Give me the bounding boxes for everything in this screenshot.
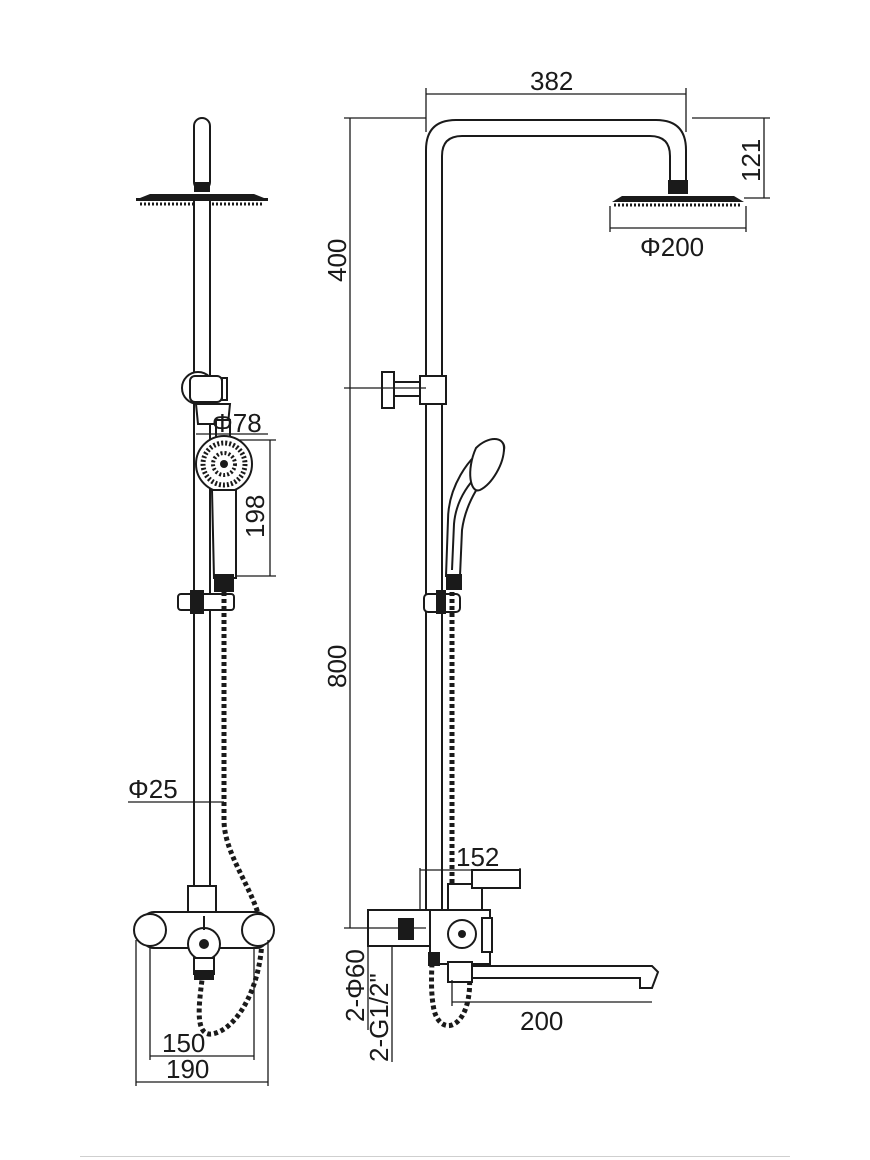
front-hose-nut	[214, 574, 234, 592]
front-riser-top	[193, 117, 211, 191]
side-tub-spout	[455, 965, 660, 989]
dim-inlet-diameter: 2-Φ60	[340, 949, 370, 1022]
front-rain-head	[136, 194, 268, 201]
front-diverter-pin	[221, 377, 228, 401]
dim-height-121: 121	[736, 139, 766, 182]
dim-centers-150: 150	[162, 1028, 205, 1058]
dim-inlet-thread: 2-G1/2"	[364, 973, 394, 1062]
dim-width-152: 152	[456, 842, 499, 872]
front-view: Φ78 198 Φ25 150 190	[128, 117, 276, 1086]
front-handshower-center	[220, 460, 228, 468]
front-handshower-grip	[210, 489, 237, 579]
front-mixer-right-cap	[241, 913, 275, 947]
side-riser-pipe	[425, 119, 687, 928]
side-handshower-nut	[446, 574, 462, 590]
front-slide-clamp	[190, 590, 204, 614]
front-riser-pipe	[193, 199, 211, 891]
front-mixer-left-cap	[133, 913, 167, 947]
dim-height-400: 400	[322, 239, 352, 282]
side-mixer-knob-hub	[458, 930, 466, 938]
side-riser-pipe-inner	[441, 135, 671, 928]
front-handshower-spray-outer	[200, 440, 248, 488]
side-view: 382 121 Φ200 400 800 152 2-Φ60 2-G1/2" 2…	[322, 66, 770, 1062]
side-diverter-box	[471, 869, 521, 889]
side-spout-base	[447, 961, 473, 983]
dim-height-800: 800	[322, 645, 352, 688]
front-mixer-outlet-nut	[194, 970, 214, 980]
dim-width-382: 382	[530, 66, 573, 96]
bottom-border-line	[80, 1156, 790, 1157]
side-slide-clamp	[436, 590, 446, 614]
side-wall-bracket-plate	[381, 371, 395, 409]
front-handshower-spray-inner	[211, 451, 237, 477]
side-handshower-head	[469, 438, 506, 492]
dim-diameter-25: Φ25	[128, 774, 178, 804]
side-wall-bracket-clamp	[419, 375, 447, 405]
dim-diameter-200: Φ200	[640, 232, 704, 262]
dim-length-198: 198	[240, 495, 270, 538]
side-rain-head	[612, 196, 744, 202]
side-rain-connector	[668, 180, 688, 194]
side-mixer-outlet-nut	[428, 952, 440, 966]
front-rain-connector	[194, 182, 210, 192]
side-mixer-lever	[481, 917, 493, 953]
dim-width-190: 190	[166, 1054, 209, 1084]
dim-diameter-78: Φ78	[212, 408, 262, 438]
front-wall-bracket	[189, 375, 223, 403]
side-eccentric	[398, 918, 414, 940]
dim-spout-200: 200	[520, 1006, 563, 1036]
front-mixer-knob-hub	[199, 939, 209, 949]
